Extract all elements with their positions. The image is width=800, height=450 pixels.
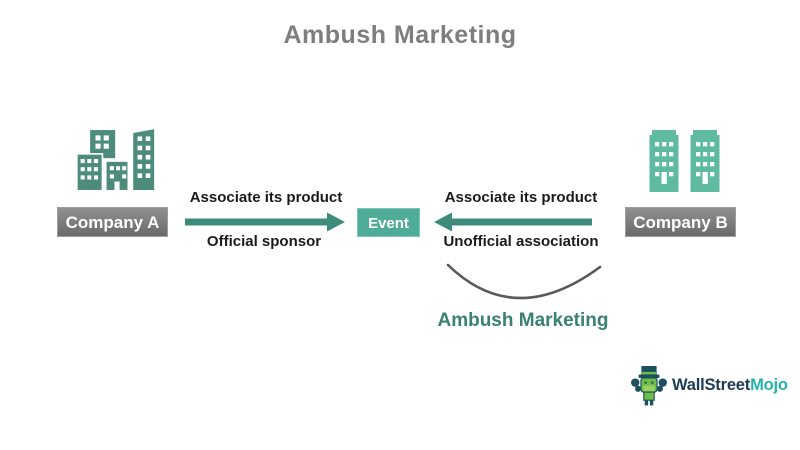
company-a-label: Company A (65, 213, 160, 232)
logo-text-accent: Mojo (750, 375, 788, 394)
left-arrow (185, 212, 345, 232)
twin-buildings-icon (649, 130, 720, 192)
right-arrow-top-label: Associate its product (444, 189, 598, 206)
company-b-box: Company B (625, 207, 736, 237)
brace-curve (446, 263, 602, 300)
event-box: Event (357, 208, 420, 237)
left-arrow-top-label: Associate its product (189, 189, 343, 206)
right-arrow-bottom-label: Unofficial association (443, 233, 599, 250)
event-label: Event (368, 215, 409, 232)
left-arrow-bottom-label: Official sponsor (206, 233, 322, 250)
bull-mascot-icon (631, 366, 667, 406)
company-b-label: Company B (633, 213, 728, 232)
page-title: Ambush Marketing (283, 21, 517, 49)
company-a-box: Company A (57, 207, 168, 237)
ambush-marketing-callout: Ambush Marketing (437, 310, 609, 331)
logo-text-primary: WallStreet (672, 375, 751, 394)
right-arrow (434, 212, 592, 232)
city-buildings-icon (76, 127, 156, 192)
wallstreetmojo-logo: WallStreetMojo (630, 364, 788, 406)
logo-text: WallStreetMojo (672, 376, 788, 395)
